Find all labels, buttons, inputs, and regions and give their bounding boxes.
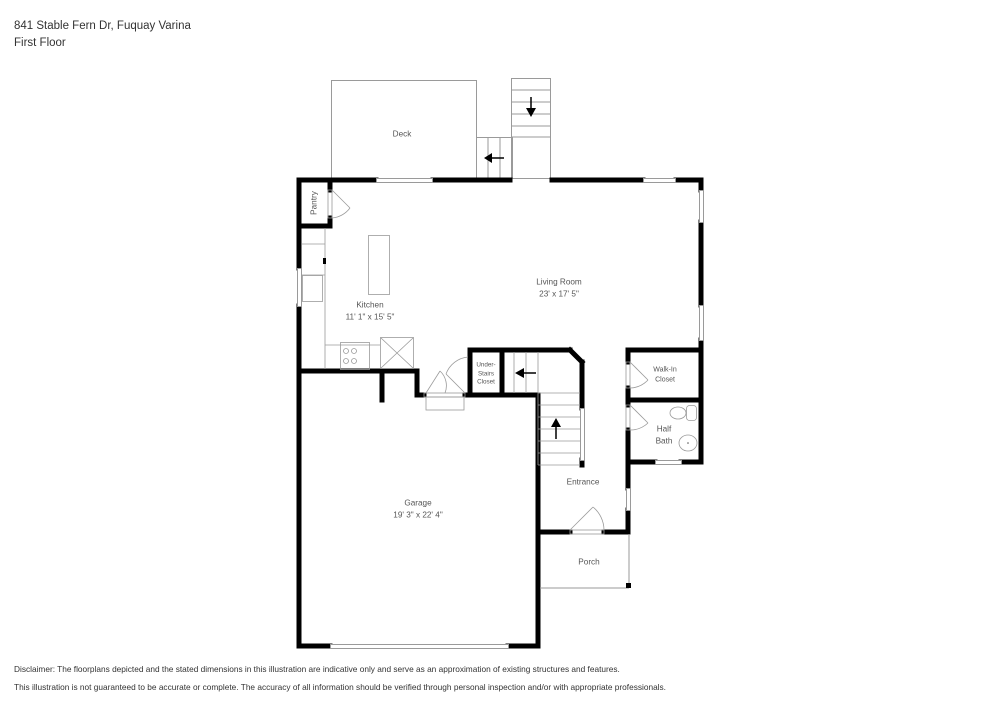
room-label-porch: Porch — [578, 557, 600, 567]
arrow-up-icon — [551, 418, 561, 439]
porch-outline — [540, 534, 630, 589]
windows — [297, 178, 704, 649]
arrow-left-icon — [515, 368, 536, 378]
room-dims-garage: 19' 3" x 22' 4" — [393, 510, 443, 520]
porch-post — [626, 583, 631, 588]
arrow-left-icon — [484, 153, 504, 163]
room-label-garage: Garage — [404, 498, 432, 508]
room-label-pantry: Pantry — [309, 191, 319, 215]
room-label-walk-in-2: Closet — [655, 376, 675, 384]
room-label-kitchen: Kitchen — [356, 300, 384, 310]
interior-stairs — [513, 352, 580, 466]
room-label-under-stairs-3: Closet — [477, 378, 495, 386]
disclaimer-line-2: This illustration is not guaranteed to b… — [14, 682, 666, 692]
disclaimer-line-1: Disclaimer: The floorplans depicted and … — [14, 664, 620, 674]
property-address: 841 Stable Fern Dr, Fuquay Varina — [14, 20, 191, 32]
doors — [327, 189, 649, 535]
exterior-walls — [296, 177, 704, 649]
toilet-icon — [669, 406, 687, 420]
room-dims-kitchen: 11' 1" x 15' 5" — [345, 312, 395, 322]
kitchen-wall-stub — [323, 258, 326, 264]
room-label-living-room: Living Room — [536, 277, 582, 287]
arrow-down-icon — [526, 97, 536, 117]
sink-icon — [678, 434, 698, 452]
room-label-half-bath-1: Half — [656, 424, 672, 434]
room-label-under-stairs-2: Stairs — [477, 370, 495, 378]
room-label-under-stairs-1: Under- — [476, 361, 496, 369]
room-label-deck: Deck — [392, 129, 412, 139]
room-label-half-bath-2: Bath — [655, 436, 673, 446]
room-dims-living-room: 23' x 17' 5" — [539, 289, 579, 299]
room-label-walk-in-1: Walk-In — [653, 366, 677, 374]
bath-fixtures — [669, 405, 698, 452]
kitchen-fixtures — [302, 228, 414, 370]
exterior-stairs — [511, 78, 551, 179]
room-label-entrance: Entrance — [566, 477, 600, 487]
floor-label: First Floor — [14, 37, 66, 49]
